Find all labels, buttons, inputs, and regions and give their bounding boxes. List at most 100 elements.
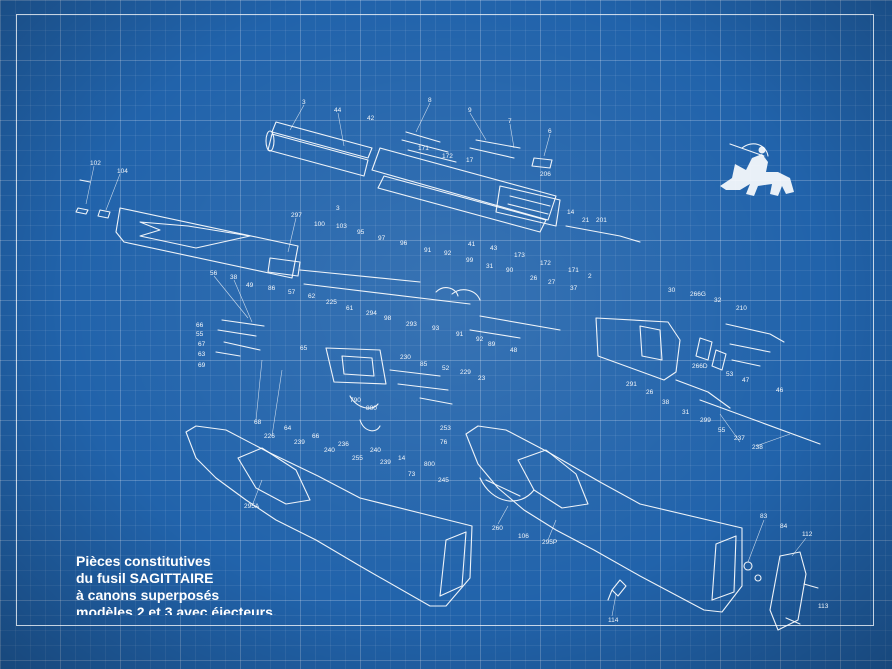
part-number-label: 62 [308,293,316,300]
part-number-label: 100 [314,221,325,228]
part-number-label: 206 [540,171,551,178]
part-number-label: 27 [548,279,556,286]
leader-lines [85,102,807,617]
caption-block: Pièces constitutives du fusil SAGITTAIRE… [76,553,277,615]
part-number-label: 91 [456,331,464,338]
part-number-label: 260 [492,525,503,532]
part-number-label: 93 [432,325,440,332]
part-number-label: 31 [486,263,494,270]
part-number-label: 293 [406,321,417,328]
part-number-label: 14 [398,455,406,462]
part-number-label: 172 [540,260,551,267]
part-number-label: 92 [476,336,484,343]
part-number-label: 63 [198,351,206,358]
part-number-label: 89 [488,341,496,348]
part-number-label: 31 [682,409,690,416]
part-number-label: 92 [444,250,452,257]
part-number-label: 86 [268,285,276,292]
part-number-label: 98 [384,315,392,322]
part-number-label: 85 [420,361,428,368]
part-number-label: 53 [726,371,734,378]
part-number-label: 30 [668,287,676,294]
part-number-label: 66 [196,322,204,329]
receiver [325,317,681,385]
part-number-label: 239 [294,439,305,446]
part-number-label: 240 [324,447,335,454]
part-number-label: 26 [530,275,538,282]
part-number-label: 295A [244,503,260,510]
part-number-label: 68 [254,419,262,426]
part-number-label: 26 [646,389,654,396]
part-number-label: 21 [582,217,590,224]
part-number-label: 291 [626,381,637,388]
part-number-label: 237 [734,435,745,442]
part-number-label: 238 [752,444,763,451]
part-number-label: 112 [802,531,813,538]
part-number-label: 43 [490,245,498,252]
part-number-label: 17 [466,157,474,164]
part-number-label: 266G [690,291,706,298]
small-parts [75,131,821,625]
part-number-label: 800 [366,405,377,412]
part-number-label: 61 [346,305,354,312]
part-number-label: 83 [760,513,768,520]
part-number-label: 7 [508,118,512,125]
part-number-label: 42 [367,115,375,122]
part-number-label: 201 [596,217,607,224]
part-number-label: 84 [780,523,788,530]
part-number-label: 47 [742,377,750,384]
part-number-label: 253 [440,425,451,432]
part-number-label: 46 [776,387,784,394]
part-number-label: 800 [424,461,435,468]
part-number-label: 48 [510,347,518,354]
stock-left [185,425,473,607]
part-number-label: 255 [352,455,363,462]
caption-line-4: modèles 2 et 3 avec éjecteurs. [76,604,277,615]
part-number-label: 67 [198,341,206,348]
caption-line-1: Pièces constitutives [76,553,211,569]
part-number-label: 114 [608,617,619,624]
part-number-label: 97 [378,235,386,242]
part-number-label: 23 [478,375,486,382]
caption-line-3: à canons superposés [76,587,220,603]
part-number-label: 102 [90,160,101,167]
part-number-label: 299 [700,417,711,424]
part-number-label: 66 [312,433,320,440]
part-number-label: 90 [506,267,514,274]
part-number-label: 103 [336,223,347,230]
part-number-label: 171 [568,267,579,274]
part-number-label: 229 [460,369,471,376]
part-number-label: 3 [302,99,306,106]
part-number-label: 106 [518,533,529,540]
part-number-label: 172 [442,153,453,160]
part-number-label: 104 [117,168,128,175]
part-number-label: 225 [326,299,337,306]
part-number-label: 6 [548,128,552,135]
part-number-label: 245 [438,477,449,484]
part-number-label: 14 [567,209,575,216]
part-number-label: 65 [300,345,308,352]
part-number-label: 113 [818,603,829,610]
part-number-label: 96 [400,240,408,247]
part-number-label: 226 [264,433,275,440]
sagittarius-archer-centaur-icon [720,143,794,196]
part-number-label: 2 [588,273,592,280]
part-number-label: 236 [338,441,349,448]
part-number-label: 57 [288,289,296,296]
part-number-label: 99 [466,257,474,264]
barrel-assembly [265,121,561,233]
part-number-label: 230 [400,354,411,361]
part-number-label: 44 [334,107,342,114]
part-number-label: 69 [198,362,206,369]
part-number-label: 55 [196,331,204,338]
part-number-label: 73 [408,471,416,478]
part-number-label: 171 [418,145,429,152]
part-number-label: 52 [442,365,450,372]
trigger-guard [349,395,535,502]
caption-line-2: du fusil SAGITTAIRE [76,570,214,586]
stock-right [465,425,743,613]
part-number-label: 38 [662,399,670,406]
part-number-label: 56 [210,270,218,277]
